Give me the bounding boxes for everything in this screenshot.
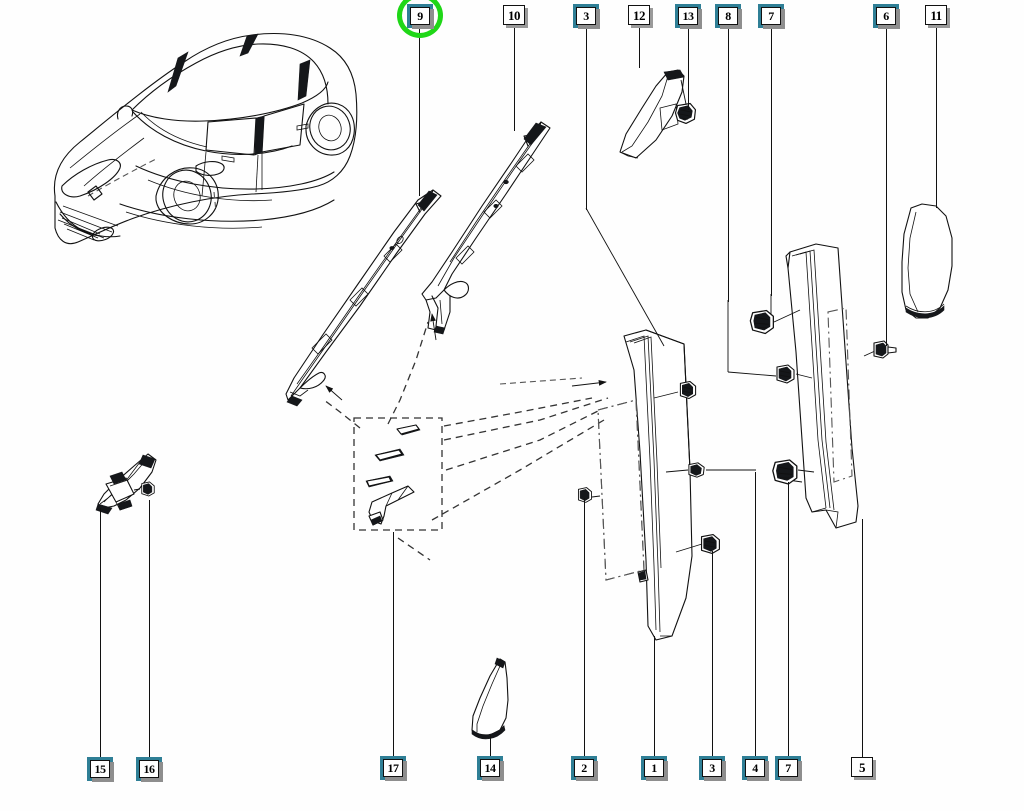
callout-15[interactable]: 15	[87, 757, 114, 782]
callout-label: 13	[678, 7, 698, 25]
callout-12[interactable]: 12	[628, 5, 653, 28]
part-7-clip-left-of-pillar	[577, 487, 593, 503]
callout-label: 11	[925, 5, 947, 25]
leader-line-9	[419, 26, 420, 196]
callout-11[interactable]: 11	[925, 5, 950, 28]
part-3-retaining-clip-upper	[653, 380, 697, 400]
part-7-push-rivet-clip-lower	[772, 459, 803, 485]
leader-line-4	[755, 472, 756, 757]
leader-line-16	[149, 500, 150, 758]
part-9-windscreen-pillar-trim-left	[285, 189, 442, 407]
leader-line-13	[688, 28, 689, 110]
callout-6[interactable]: 6	[873, 4, 900, 29]
leader-line-5	[862, 519, 863, 757]
leader-line-17	[393, 532, 394, 757]
part-17-clip-set	[353, 417, 443, 531]
callout-3-bottom[interactable]: 3	[699, 756, 726, 781]
part-14-quarter-window-corner-trim	[471, 657, 509, 740]
leader-line-15	[100, 508, 101, 758]
callout-label: 1	[644, 759, 664, 777]
part-12-upper-corner-trim	[619, 69, 685, 159]
part-10-windscreen-pillar-trim-right	[421, 121, 551, 335]
callout-label: 10	[503, 5, 525, 25]
part-11-rear-pillar-end-cap	[901, 203, 953, 319]
vehicle-illustration	[53, 33, 358, 245]
callout-label: 17	[383, 759, 403, 777]
leader-line-10	[514, 26, 515, 131]
callout-3-top[interactable]: 3	[573, 4, 600, 29]
part-15-mounting-bracket	[95, 453, 157, 515]
callout-label: 6	[876, 7, 896, 25]
long-leader-3	[585, 207, 665, 347]
callout-14[interactable]: 14	[477, 756, 504, 781]
leader-line-1	[654, 636, 655, 757]
callout-2[interactable]: 2	[571, 756, 598, 781]
right-leader-lines	[727, 294, 815, 473]
callout-label: 16	[139, 760, 159, 778]
leader-line-8	[728, 28, 729, 302]
part-7-push-rivet-clip-upper	[749, 309, 774, 335]
leader-line-7-bottom	[788, 482, 789, 757]
part-1-centre-pillar-trim	[597, 329, 693, 641]
callout-7-bottom[interactable]: 7	[775, 756, 802, 781]
part-8-grommet-clip	[776, 364, 795, 384]
callout-label: 8	[718, 7, 738, 25]
part-5-rear-door-pillar-moulding	[785, 243, 859, 529]
callout-label: 3	[576, 7, 596, 25]
callout-16[interactable]: 16	[136, 757, 163, 782]
callout-7-top[interactable]: 7	[758, 4, 785, 29]
assembly-guides	[323, 313, 609, 561]
callout-1[interactable]: 1	[641, 756, 668, 781]
leader-line-14	[490, 735, 491, 757]
callout-label: 5	[851, 757, 873, 777]
leader-line-2	[584, 498, 585, 757]
callout-label: 7	[778, 759, 798, 777]
part-16-bracket-fastener	[133, 481, 155, 497]
leader-line-12	[639, 26, 640, 68]
leader-line-3-top	[586, 28, 587, 210]
callout-label: 4	[745, 759, 765, 777]
leader-line-11	[936, 26, 937, 208]
callout-label: 12	[628, 5, 650, 25]
callout-8[interactable]: 8	[715, 4, 742, 29]
part-6-screw-fastener	[863, 340, 897, 359]
callout-label: 9	[410, 7, 430, 25]
leader-line-3-bottom	[712, 551, 713, 757]
callout-17[interactable]: 17	[380, 756, 407, 781]
callout-label: 15	[90, 760, 110, 778]
callout-label: 2	[574, 759, 594, 777]
callout-4[interactable]: 4	[742, 756, 769, 781]
part-3-retaining-clip-lower	[675, 533, 720, 555]
callout-label: 3	[702, 759, 722, 777]
part-4-spacer-clip	[665, 462, 756, 478]
callout-5[interactable]: 5	[851, 757, 876, 780]
callout-10[interactable]: 10	[503, 5, 528, 28]
callout-9[interactable]: 9	[397, 0, 443, 38]
leader-line-6	[886, 28, 887, 346]
callout-label: 14	[480, 759, 500, 777]
callout-13[interactable]: 13	[675, 4, 702, 29]
leader-line-7-top	[771, 28, 772, 296]
callout-label: 7	[761, 7, 781, 25]
